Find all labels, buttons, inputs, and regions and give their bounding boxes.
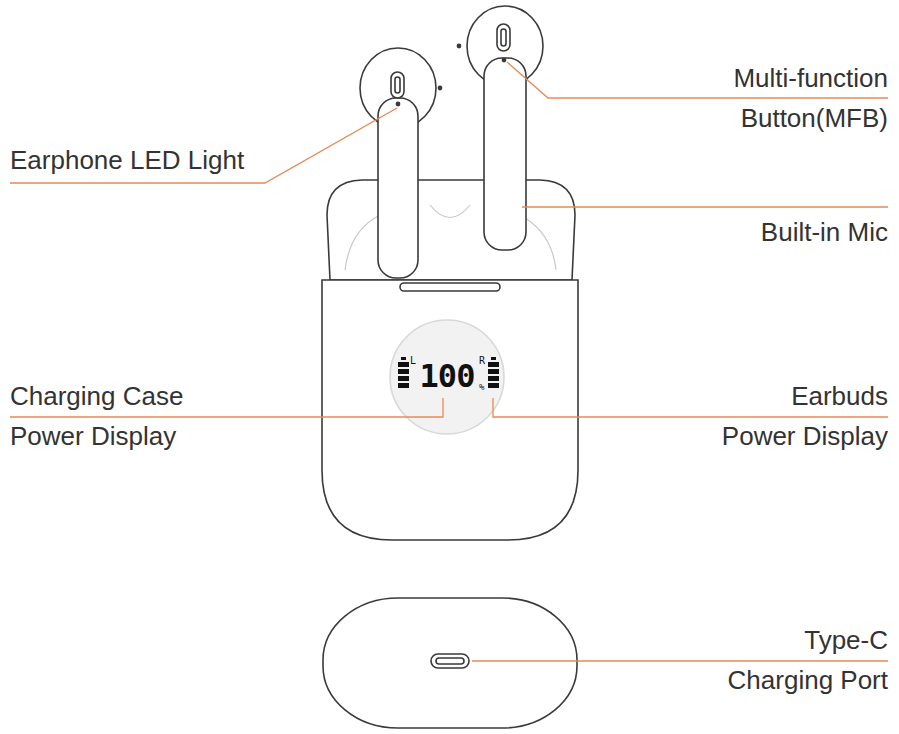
case-body (322, 280, 578, 540)
percent-mark: % (479, 382, 484, 393)
part-label: Charging Case Power Display (10, 376, 184, 456)
leader-line (472, 660, 888, 661)
channel-mark: R (479, 355, 485, 367)
mic-dot (457, 44, 460, 47)
battery-bar (488, 369, 499, 374)
part-label: Type-C Charging Port (727, 620, 888, 700)
part-label: Earphone LED Light (10, 140, 247, 180)
led-dot (396, 102, 399, 105)
mic-dot (438, 86, 441, 89)
case-cradle (327, 180, 575, 280)
earbud-button (391, 72, 404, 98)
part-label: Earbuds Power Display (721, 376, 888, 456)
battery-bar (398, 369, 409, 374)
earbud-button (497, 24, 510, 51)
battery-bar (488, 376, 499, 381)
type-c-port (431, 654, 469, 668)
charging-case (322, 180, 578, 540)
right-earbud (457, 6, 543, 250)
battery-bar (398, 362, 409, 367)
battery-bar (398, 383, 409, 388)
left-earbud (360, 48, 442, 278)
battery-bar (488, 362, 499, 367)
earbud-stem (484, 58, 526, 250)
battery-nub (491, 357, 496, 360)
earbud-button-inner (501, 29, 506, 46)
leader-line (522, 206, 888, 207)
earbud-stem (378, 98, 418, 278)
part-label: Built-in Mic (758, 212, 888, 252)
battery-bar (398, 376, 409, 381)
led-dot (502, 58, 505, 61)
part-label: Multi-function Button(MFB) (733, 58, 888, 138)
leader-lines (10, 62, 888, 661)
power-readout: 100 (407, 356, 487, 396)
case-hinge-slot (400, 283, 500, 291)
case-bottom-outline (323, 598, 577, 728)
channel-mark: L (410, 355, 416, 367)
battery-nub (401, 357, 406, 360)
type-c-port-inner (436, 658, 464, 664)
case-bottom-view (323, 598, 577, 728)
leader-line (10, 108, 397, 183)
battery-bar (488, 383, 499, 388)
earbud-button-inner (395, 77, 400, 93)
